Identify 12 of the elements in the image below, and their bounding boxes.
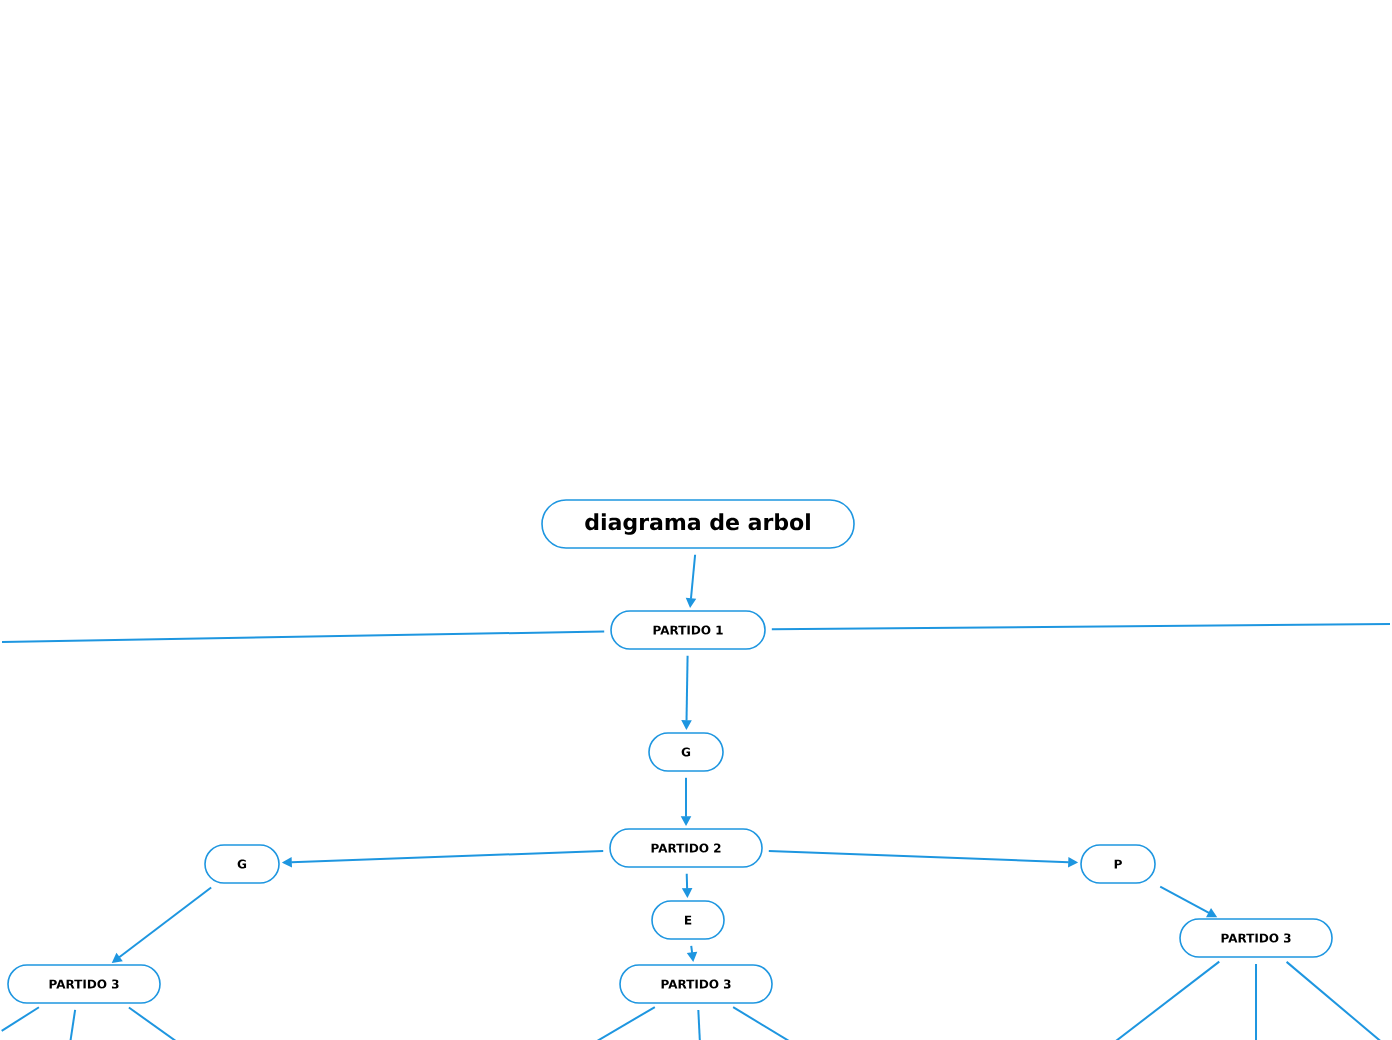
connector bbox=[1, 630, 606, 643]
connector bbox=[0, 1006, 40, 1032]
topic-box: diagrama de arbol bbox=[541, 499, 855, 549]
connector bbox=[697, 1009, 701, 1040]
connector bbox=[732, 1006, 794, 1040]
connector bbox=[770, 623, 1391, 631]
connector bbox=[592, 1006, 656, 1040]
connector bbox=[1255, 963, 1257, 1040]
connector bbox=[1285, 960, 1384, 1040]
connector bbox=[1112, 960, 1221, 1040]
connector bbox=[127, 1006, 180, 1040]
connector bbox=[69, 1008, 77, 1040]
